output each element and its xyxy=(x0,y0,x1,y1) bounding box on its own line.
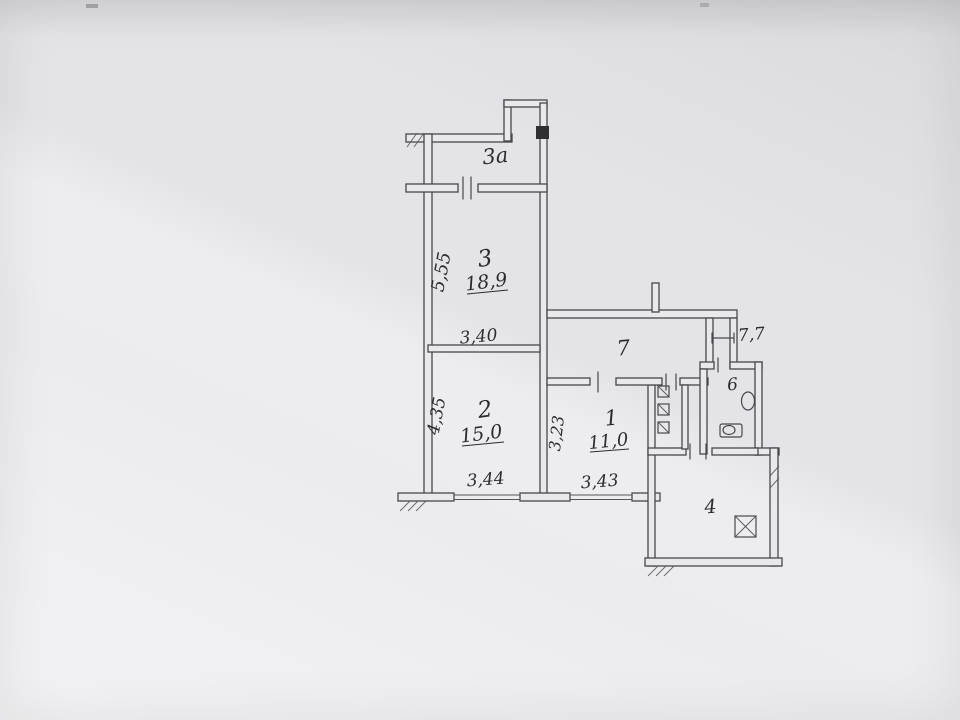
vent-shaft-box xyxy=(657,385,670,398)
room2-area-label: 15,0 xyxy=(459,421,504,448)
room2-area-underline xyxy=(461,441,505,447)
room3-area-label: 18,9 xyxy=(464,269,509,296)
room3-width-dimension: 3,40 xyxy=(459,325,499,348)
room1-width-dimension: 3,43 xyxy=(580,471,619,494)
wall-segment xyxy=(397,492,455,502)
hatch-tick xyxy=(663,565,675,577)
room1-height-dimension: 3,23 xyxy=(545,414,568,452)
hatch-tick xyxy=(406,132,418,148)
wall-segment xyxy=(631,492,661,502)
hatch-tick xyxy=(399,500,411,512)
wall-segment xyxy=(405,133,513,143)
wall-segment xyxy=(647,384,656,567)
hatch-tick xyxy=(413,132,425,148)
hatch-tick xyxy=(407,500,419,512)
wall-segment xyxy=(711,447,759,456)
wall-segment xyxy=(699,361,715,370)
room2-number-label: 2 xyxy=(475,396,494,424)
room1-number-label: 1 xyxy=(603,405,619,430)
hatch-tick xyxy=(769,465,780,477)
paper-speck xyxy=(700,3,709,7)
windows xyxy=(454,494,632,500)
vent-shaft-diagonal xyxy=(657,403,670,416)
wall-segment xyxy=(644,557,783,567)
wall-pier xyxy=(536,126,549,139)
paper-speck xyxy=(86,4,98,8)
wall-segment xyxy=(405,183,459,193)
vent-shafts xyxy=(657,385,670,434)
wall-segment xyxy=(769,447,779,567)
hatch-tick xyxy=(769,477,780,489)
sink-icon xyxy=(740,391,756,411)
vent-shaft-diagonal xyxy=(657,421,670,434)
wall-segment xyxy=(546,309,738,319)
wall-segment xyxy=(679,377,709,386)
paper-marks xyxy=(86,3,709,8)
vent-shaft-box xyxy=(657,421,670,434)
wall-segment xyxy=(546,377,591,386)
room2-width-dimension: 3,44 xyxy=(466,469,505,492)
hatch-tick xyxy=(415,500,427,512)
labels: 3a 3 18,9 5,55 3,40 2 15,0 4,35 3,44 1 1… xyxy=(423,143,766,519)
hatch-marks xyxy=(399,132,780,577)
room3a-number-label: 3a xyxy=(481,143,509,170)
wall-segment xyxy=(519,492,571,502)
hatch-tick xyxy=(647,565,659,577)
hatch-tick xyxy=(655,565,667,577)
vent-stub xyxy=(651,282,660,313)
wall-segment xyxy=(477,183,548,193)
shaft-box-diagonal xyxy=(734,515,757,538)
room7-area-label: 7,7 xyxy=(737,324,766,346)
toilet-icon xyxy=(722,424,736,436)
wall-segment xyxy=(754,361,763,456)
room3-area-underline xyxy=(466,289,509,295)
room6-number-label: 6 xyxy=(726,375,739,396)
walls xyxy=(397,99,783,567)
vent-shaft-diagonal xyxy=(657,385,670,398)
wall-segment xyxy=(427,344,541,353)
vent-shaft-box xyxy=(657,403,670,416)
room4-number-label: 4 xyxy=(702,496,717,519)
wall-segment xyxy=(681,384,689,450)
wall-segment xyxy=(647,447,687,456)
wall-segment xyxy=(615,377,663,386)
fixtures xyxy=(719,391,757,538)
room7-number-label: 7 xyxy=(616,335,632,360)
room3-number-label: 3 xyxy=(476,245,494,273)
wall-segment xyxy=(699,368,708,455)
shaft-box-icon xyxy=(734,515,757,538)
room1-area-underline xyxy=(589,448,630,453)
toilet-icon xyxy=(719,423,743,438)
door-marks xyxy=(462,176,735,460)
